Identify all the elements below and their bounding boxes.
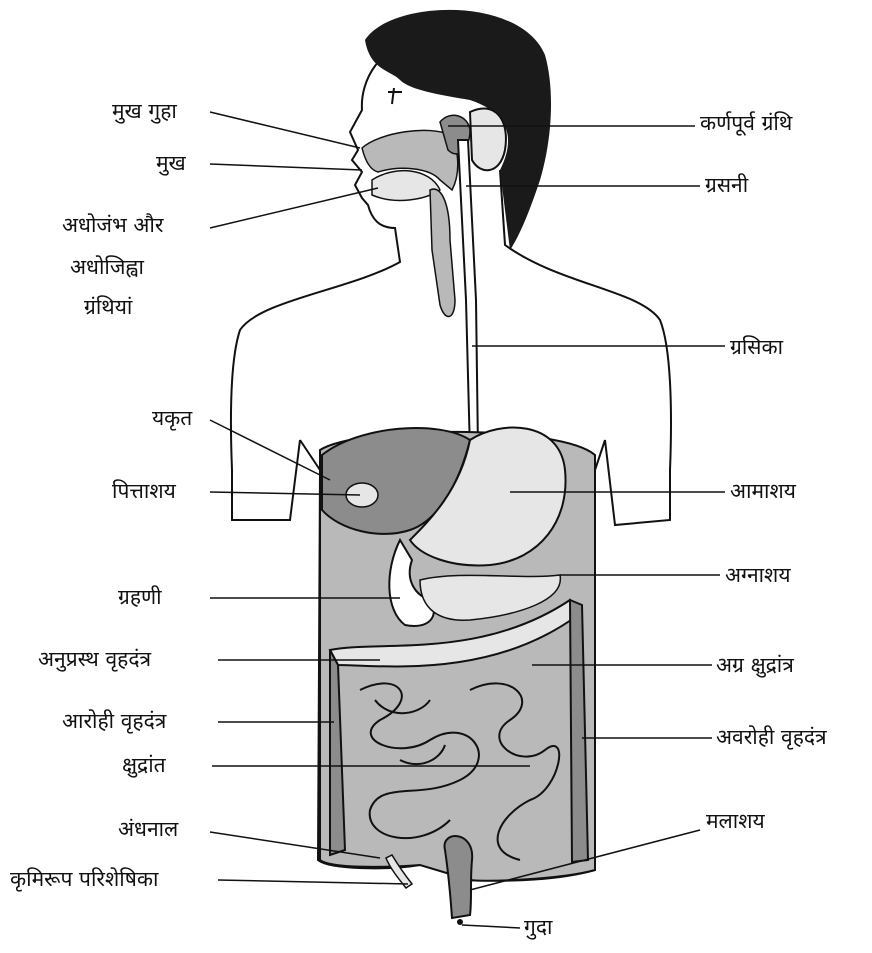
label-appendix: कृमिरूप परिशेषिका: [10, 866, 158, 892]
label-caecum: अंधनाल: [118, 816, 178, 842]
label-sublingual-line3: ग्रंथियां: [84, 294, 132, 320]
label-pancreas: अग्नाशय: [725, 562, 791, 588]
label-ascending-colon: आरोही वृहदंत्र: [62, 708, 166, 734]
label-duodenum: ग्रहणी: [118, 584, 162, 610]
label-stomach: आमाशय: [730, 478, 796, 504]
ear: [470, 108, 506, 170]
label-transverse-colon: अनुप्रस्थ वृहदंत्र: [38, 646, 151, 672]
label-sublingual-line1: अधोजंभ और: [62, 212, 164, 238]
rectum-shape: [445, 836, 473, 918]
label-jejunum: अग्र क्षुद्रांत्र: [716, 652, 794, 678]
anus-point: [457, 919, 463, 925]
label-liver: यकृत: [152, 405, 192, 431]
label-pharynx: ग्रसनी: [705, 172, 748, 198]
label-gallbladder: पित्ताशय: [112, 478, 176, 504]
label-anus: गुदा: [524, 914, 552, 940]
label-rectum: मलाशय: [706, 808, 765, 834]
label-mouth-cavity: मुख गुहा: [112, 98, 177, 124]
label-parotid-gland: कर्णपूर्व ग्रंथि: [700, 110, 792, 136]
label-sublingual-line2: अधोजिह्वा: [70, 254, 144, 280]
label-descending-colon: अवरोही वृहदंत्र: [716, 724, 827, 750]
label-oesophagus: ग्रसिका: [730, 334, 783, 360]
label-mouth: मुख: [156, 150, 186, 176]
oesophagus: [458, 140, 478, 452]
label-small-intestine: क्षुद्रांत: [122, 752, 166, 778]
sublingual-glands: [430, 189, 455, 316]
eye: [388, 88, 402, 104]
